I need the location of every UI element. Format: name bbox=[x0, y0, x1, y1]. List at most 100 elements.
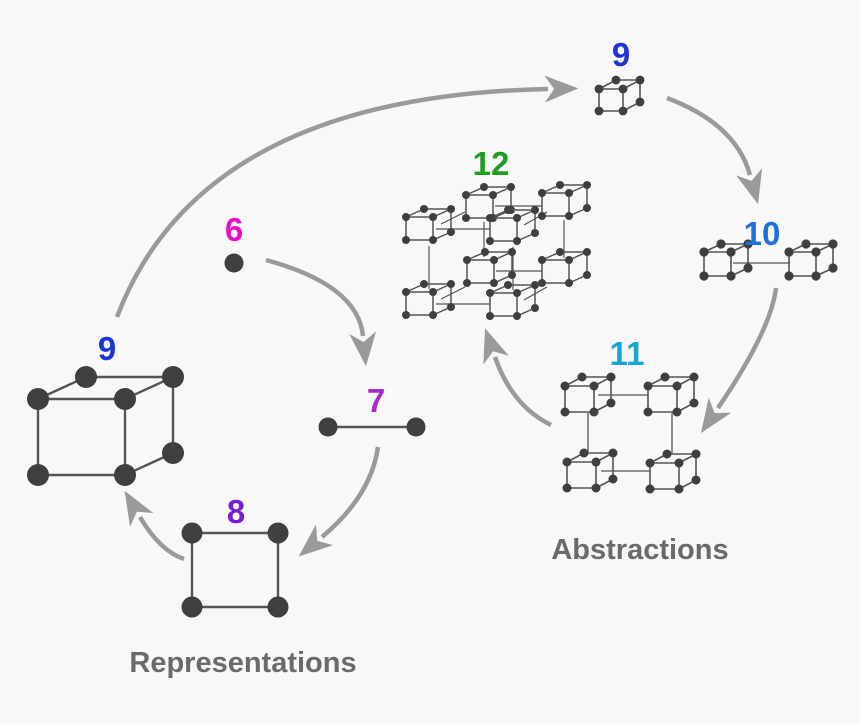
vertex-dot bbox=[531, 281, 539, 289]
node-6-label: 6 bbox=[225, 211, 243, 248]
vertex-dot bbox=[75, 366, 97, 388]
vertex-dot bbox=[691, 475, 701, 485]
vertex-dot bbox=[429, 236, 437, 244]
vertex-dot bbox=[606, 372, 616, 382]
vertex-dot bbox=[486, 214, 494, 222]
vertex-dot bbox=[402, 288, 410, 296]
arrow-6-to-7 bbox=[265, 257, 377, 367]
vertex-dot bbox=[507, 183, 515, 191]
vertex-dot bbox=[565, 256, 573, 264]
vertex-dot bbox=[579, 448, 589, 458]
vertex-dot bbox=[181, 596, 203, 618]
vertex-dot bbox=[447, 228, 455, 236]
vertex-dot bbox=[162, 366, 184, 388]
vertex-dot bbox=[611, 75, 621, 85]
vertex-dot bbox=[462, 214, 470, 222]
connector-line bbox=[440, 286, 466, 300]
arrow-10-to-11 bbox=[700, 287, 779, 434]
vertex-dot bbox=[538, 189, 546, 197]
vertex-dot bbox=[489, 191, 497, 199]
vertex-dot bbox=[504, 281, 512, 289]
vertex-dot bbox=[618, 106, 628, 116]
node-12-eight-cubes bbox=[402, 181, 591, 320]
vertex-dot bbox=[531, 206, 539, 214]
vertex-dot bbox=[560, 381, 570, 391]
vertex-dot bbox=[490, 256, 498, 264]
vertex-dot bbox=[429, 213, 437, 221]
vertex-dot bbox=[486, 312, 494, 320]
vertex-dot bbox=[429, 288, 437, 296]
vertex-dot bbox=[577, 372, 587, 382]
vertex-dot bbox=[114, 464, 136, 486]
vertex-dot bbox=[560, 407, 570, 417]
vertex-dot bbox=[114, 388, 136, 410]
node-11-label: 11 bbox=[610, 335, 645, 372]
connector-line bbox=[440, 211, 466, 225]
vertex-dot bbox=[420, 205, 428, 213]
vertex-dot bbox=[267, 522, 289, 544]
vertex-dot bbox=[635, 97, 645, 107]
vertex-dot bbox=[674, 458, 684, 468]
vertex-dot bbox=[481, 248, 489, 256]
vertex-dot bbox=[565, 189, 573, 197]
vertex-dot bbox=[645, 458, 655, 468]
vertex-dot bbox=[828, 263, 838, 273]
vertex-dot bbox=[643, 381, 653, 391]
vertex-dot bbox=[726, 271, 736, 281]
vertex-dot bbox=[589, 407, 599, 417]
arrow-9abs-to-10 bbox=[666, 95, 763, 205]
node-7-line-segment bbox=[318, 417, 426, 437]
vertex-dot bbox=[463, 279, 471, 287]
vertex-dot bbox=[606, 398, 616, 408]
vertex-dot bbox=[27, 388, 49, 410]
vertex-dot bbox=[674, 484, 684, 494]
node-9-large-cube bbox=[27, 366, 184, 486]
vertex-dot bbox=[224, 253, 244, 273]
vertex-dot bbox=[504, 206, 512, 214]
vertex-dot bbox=[645, 484, 655, 494]
vertex-dot bbox=[643, 407, 653, 417]
vertex-dot bbox=[689, 372, 699, 382]
abstractions-label: Abstractions bbox=[551, 534, 728, 566]
vertex-dot bbox=[538, 279, 546, 287]
vertex-dot bbox=[462, 191, 470, 199]
vertex-dot bbox=[583, 271, 591, 279]
vertex-dot bbox=[402, 213, 410, 221]
vertex-dot bbox=[594, 84, 604, 94]
vertex-dot bbox=[583, 248, 591, 256]
vertex-dot bbox=[583, 181, 591, 189]
node-9-rep-label: 9 bbox=[98, 330, 116, 367]
node-9-abs-label: 9 bbox=[612, 36, 630, 73]
vertex-dot bbox=[562, 483, 572, 493]
vertex-dot bbox=[556, 181, 564, 189]
vertex-dot bbox=[672, 381, 682, 391]
vertex-dot bbox=[181, 522, 203, 544]
vertex-dot bbox=[689, 398, 699, 408]
vertex-dot bbox=[406, 417, 426, 437]
arrow-7-to-8 bbox=[298, 446, 381, 557]
vertex-dot bbox=[513, 312, 521, 320]
node-6-single-point bbox=[224, 253, 244, 273]
vertex-dot bbox=[591, 457, 601, 467]
node-7-label: 7 bbox=[367, 382, 385, 419]
vertex-dot bbox=[490, 279, 498, 287]
vertex-dot bbox=[531, 229, 539, 237]
vertex-dot bbox=[743, 263, 753, 273]
vertex-dot bbox=[699, 247, 709, 257]
vertex-dot bbox=[538, 212, 546, 220]
vertex-dot bbox=[784, 247, 794, 257]
vertex-dot bbox=[594, 106, 604, 116]
vertex-dot bbox=[402, 236, 410, 244]
vertex-dot bbox=[726, 247, 736, 257]
vertex-dot bbox=[589, 381, 599, 391]
vertex-dot bbox=[463, 256, 471, 264]
vertex-dot bbox=[811, 247, 821, 257]
vertex-dot bbox=[447, 303, 455, 311]
node-10-two-cubes bbox=[699, 239, 838, 281]
vertex-dot bbox=[486, 237, 494, 245]
vertex-dot bbox=[828, 239, 838, 249]
vertex-dot bbox=[429, 311, 437, 319]
node-10-label: 10 bbox=[744, 215, 781, 252]
vertex-dot bbox=[318, 417, 338, 437]
